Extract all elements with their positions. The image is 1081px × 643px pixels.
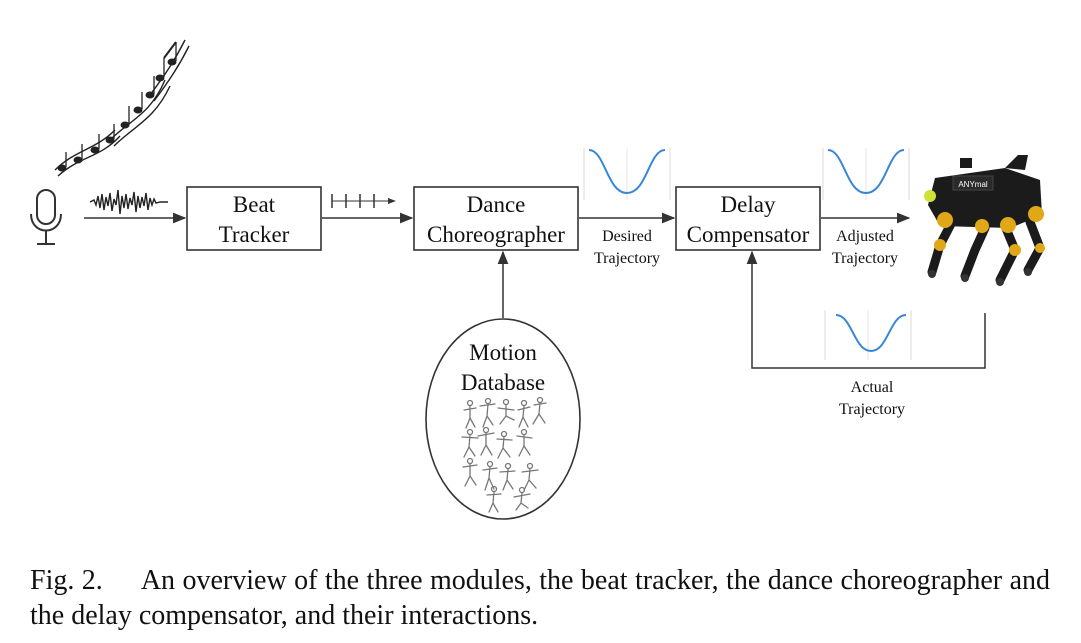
motion-database-label-1: Motion [469,340,537,365]
dance-choreographer-label-1: Dance [467,192,526,217]
dance-choreographer-label-2: Choreographer [427,222,565,247]
delay-compensator-label-1: Delay [721,192,776,217]
actual-trajectory-plot [824,310,912,360]
system-overview-diagram: Beat Tracker Dance Choreographer Delay C… [30,39,1045,520]
desired-trajectory-label-2: Trajectory [594,250,660,267]
beat-tracker-label-2: Tracker [219,222,290,247]
figure-number: Fig. 2. [30,565,103,596]
actual-trajectory-label-2: Trajectory [839,401,905,418]
motion-database-label-2: Database [461,370,545,395]
delay-compensator-label-2: Compensator [687,222,810,247]
music-notes-icon [54,39,190,177]
actual-trajectory-label-1: Actual [851,379,894,396]
figure-caption: Fig. 2.An overview of the three modules,… [30,563,1050,633]
dance-choreographer-box [413,186,579,251]
desired-trajectory-plot [583,148,671,200]
audio-waveform-icon [89,189,168,215]
robot-logo-text: ANYmal [958,180,988,189]
adjusted-trajectory-label-2: Trajectory [832,250,898,267]
dancer-sketches-icon [461,396,547,513]
figure-caption-text: An overview of the three modules, the be… [30,565,1050,631]
beat-ticks-icon [331,194,396,208]
microphone-icon [30,189,62,245]
beat-tracker-box [186,186,322,251]
adjusted-trajectory-label-1: Adjusted [836,228,894,245]
beat-tracker-label-1: Beat [233,192,276,217]
arrow-actual-trajectory-feedback [746,250,986,369]
desired-trajectory-label-1: Desired [602,228,652,245]
robot-icon: ANYmal [924,155,1045,286]
delay-compensator-box [675,186,821,251]
adjusted-trajectory-plot [822,148,910,200]
